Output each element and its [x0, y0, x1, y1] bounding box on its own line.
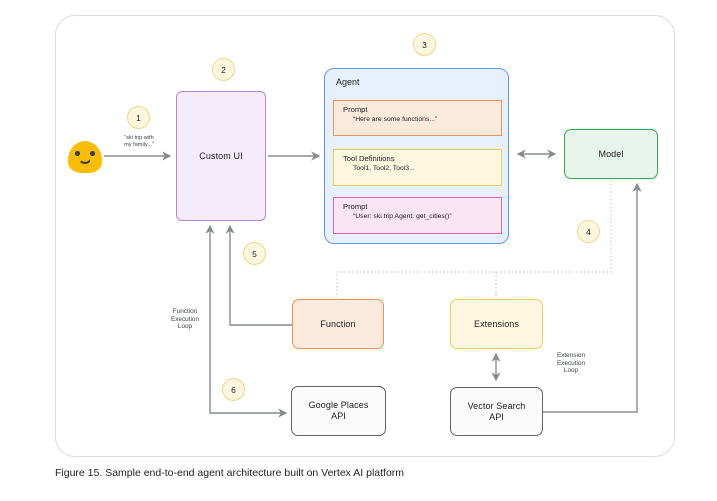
- agent-node-title: Agent: [336, 77, 360, 87]
- google-places-api-node: Google Places API: [291, 386, 386, 436]
- dotted-model-to-function: [336, 180, 612, 298]
- agent-prompt-user-box: Prompt “User: ski trip Agent: get_cities…: [333, 197, 502, 234]
- agent-prompt-functions-box: Prompt “Here are some functions...”: [333, 100, 502, 136]
- step-badge-1: 1: [127, 106, 150, 129]
- smiley-left-eye: [75, 151, 80, 156]
- step-badge-4: 4: [577, 220, 600, 243]
- extensions-node: Extensions: [450, 299, 543, 349]
- function-execution-loop-label: Function Execution Loop: [170, 308, 200, 331]
- arrow-vector-search-to-model: [543, 182, 642, 413]
- smiley-right-eye: [90, 151, 95, 156]
- prompt2-title: Prompt: [343, 202, 368, 211]
- connector-layer: [104, 149, 642, 418]
- model-node: Model: [564, 129, 658, 179]
- step-badge-3: 3: [413, 33, 436, 56]
- prompt2-detail: “User: ski trip Agent: get_cities()”: [353, 213, 452, 220]
- diagram-canvas: “ski trip with my family...” 1 2 3 4 5 6…: [55, 15, 675, 457]
- arrow-custom-ui-google-places-loop: [205, 224, 288, 418]
- tool-definitions-title: Tool Definitions: [343, 154, 395, 163]
- prompt-title: Prompt: [343, 105, 368, 114]
- tool-definitions-detail: Tool1, Tool2, Tool3...: [353, 165, 415, 172]
- step-badge-2: 2: [212, 58, 235, 81]
- user-smiley-blob-icon: [68, 141, 102, 173]
- extension-execution-loop-label: Extension Execution Loop: [556, 352, 586, 375]
- custom-ui-node: Custom UI: [176, 91, 266, 221]
- step-badge-6: 6: [222, 378, 245, 401]
- figure-caption: Figure 15. Sample end-to-end agent archi…: [55, 467, 405, 479]
- function-node: Function: [292, 299, 384, 349]
- prompt-detail: “Here are some functions...”: [353, 116, 438, 123]
- vector-search-api-node: Vector Search API: [450, 387, 543, 436]
- user-query-text: “ski trip with my family...”: [124, 135, 154, 148]
- agent-node: Agent Prompt “Here are some functions...…: [324, 68, 509, 244]
- arrow-function-to-custom-ui: [225, 224, 292, 326]
- agent-tool-definitions-box: Tool Definitions Tool1, Tool2, Tool3...: [333, 149, 502, 186]
- step-badge-5: 5: [243, 242, 266, 265]
- smiley-mouth: [78, 156, 92, 164]
